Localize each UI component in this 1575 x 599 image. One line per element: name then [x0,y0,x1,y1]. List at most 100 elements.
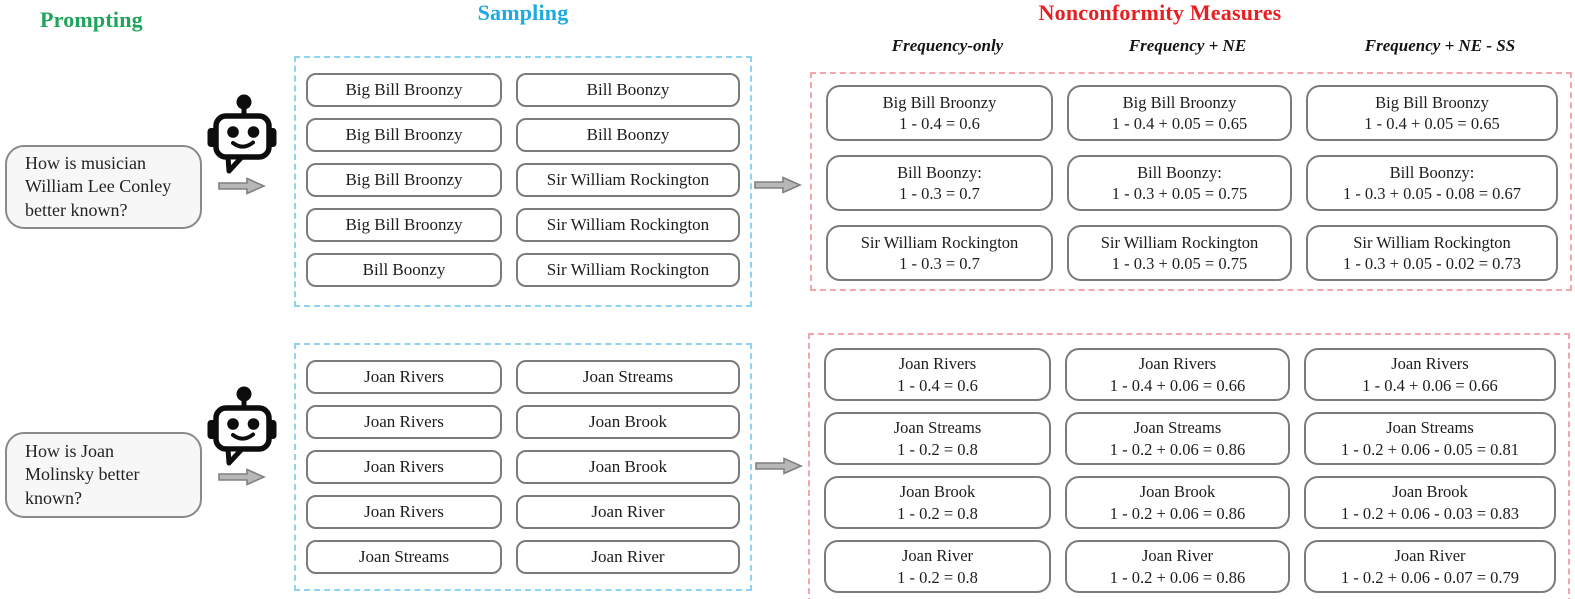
measure-box: Joan River 1 - 0.2 + 0.06 - 0.07 = 0.79 [1304,540,1556,593]
prompt-line: William Lee Conley [25,176,172,197]
measure-box: Joan River 1 - 0.2 + 0.06 = 0.86 [1065,540,1290,593]
measure-formula: 1 - 0.2 + 0.06 = 0.86 [1109,439,1246,459]
sample-box: Bill Boonzy [306,253,502,287]
measure-formula: 1 - 0.4 = 0.6 [899,114,980,133]
nonconformity-section-title: Nonconformity Measures [1038,0,1282,25]
measure-box: Joan Brook 1 - 0.2 + 0.06 - 0.03 = 0.83 [1304,476,1556,529]
measure-box: Big Bill Broonzy 1 - 0.4 + 0.05 = 0.65 [1306,85,1558,141]
measure-answer: Joan Streams [893,418,982,438]
measure-answer: Joan Brook [1139,482,1216,502]
measure-answer: Sir William Rockington [1100,232,1259,252]
sample-box: Joan River [516,540,740,574]
measure-column-headers: Frequency-only Frequency + NE Frequency … [820,36,1575,56]
measure-answer: Joan Brook [899,482,976,502]
measure-box: Joan Brook 1 - 0.2 + 0.06 = 0.86 [1065,476,1290,529]
sampling-section-title: Sampling [477,0,569,25]
measure-answer: Big Bill Broonzy [1122,92,1237,112]
measure-formula: 1 - 0.2 + 0.06 - 0.07 = 0.79 [1340,567,1520,587]
sample-box: Big Bill Broonzy [306,73,502,107]
nonconformity-group-1: Big Bill Broonzy 1 - 0.4 = 0.6 Big Bill … [810,72,1572,291]
sample-box: Joan Rivers [306,360,502,394]
measure-formula: 1 - 0.3 + 0.05 - 0.02 = 0.73 [1342,254,1522,273]
measure-answer: Joan River [1141,546,1214,566]
measure-formula: 1 - 0.2 = 0.8 [897,503,978,523]
measure-formula: 1 - 0.2 = 0.8 [897,567,978,587]
sample-box: Joan Rivers [306,405,502,439]
measure-box: Joan River 1 - 0.2 = 0.8 [824,540,1051,593]
sample-box: Sir William Rockington [516,163,740,197]
measure-formula: 1 - 0.3 + 0.05 = 0.75 [1111,254,1248,273]
measure-formula: 1 - 0.4 + 0.06 = 0.66 [1109,375,1246,395]
measure-answer: Bill Boonzy: [1389,162,1475,182]
robot-chat-icon [203,93,281,175]
measure-box: Joan Streams 1 - 0.2 + 0.06 = 0.86 [1065,412,1290,465]
nonconformity-group-2: Joan Rivers 1 - 0.4 = 0.6 Joan Rivers 1 … [808,333,1570,599]
measure-formula: 1 - 0.3 + 0.05 - 0.08 = 0.67 [1342,184,1522,203]
sample-box: Sir William Rockington [516,253,740,287]
measure-box: Bill Boonzy: 1 - 0.3 = 0.7 [826,155,1053,211]
measure-box: Bill Boonzy: 1 - 0.3 + 0.05 = 0.75 [1067,155,1292,211]
measure-formula: 1 - 0.4 = 0.6 [897,375,978,395]
measure-box: Sir William Rockington 1 - 0.3 = 0.7 [826,225,1053,281]
measure-answer: Big Bill Broonzy [1375,92,1489,112]
measure-answer: Joan Streams [1386,418,1474,438]
measure-box: Joan Rivers 1 - 0.4 = 0.6 [824,348,1051,401]
measure-formula: 1 - 0.3 = 0.7 [899,184,980,203]
header-frequency-only: Frequency-only [891,36,1004,55]
sample-box: Bill Boonzy [516,118,740,152]
prompt-bubble-1: How is musician William Lee Conley bette… [5,145,202,229]
sample-box: Joan River [516,495,740,529]
header-frequency-ne-ss: Frequency + NE - SS [1364,36,1516,55]
sample-box: Joan Streams [306,540,502,574]
prompt-line: Molinsky better [25,464,140,485]
sample-box: Joan Streams [516,360,740,394]
sample-box: Bill Boonzy [516,73,740,107]
measure-formula: 1 - 0.4 + 0.05 = 0.65 [1364,114,1500,133]
measure-answer: Bill Boonzy: [1137,162,1222,182]
prompt-line: better known? [25,199,128,220]
arrow-right-icon [755,457,803,475]
sample-box: Big Bill Broonzy [306,208,502,242]
measure-formula: 1 - 0.2 + 0.06 = 0.86 [1109,567,1246,587]
measure-formula: 1 - 0.2 + 0.06 = 0.86 [1109,503,1246,523]
measure-formula: 1 - 0.3 = 0.7 [899,254,980,273]
measure-answer: Joan Brook [1392,482,1468,502]
sample-box: Sir William Rockington [516,208,740,242]
measure-answer: Joan River [901,546,974,566]
robot-chat-icon [203,385,281,467]
measure-answer: Joan River [1394,546,1466,566]
arrow-right-icon [754,176,802,194]
measure-box: Joan Rivers 1 - 0.4 + 0.06 = 0.66 [1304,348,1556,401]
arrow-right-icon [218,468,266,486]
measure-formula: 1 - 0.2 + 0.06 - 0.03 = 0.83 [1340,503,1520,523]
measure-answer: Bill Boonzy: [897,162,982,182]
sample-box: Joan Rivers [306,495,502,529]
prompt-line: How is Joan [25,440,114,461]
measure-box: Big Bill Broonzy 1 - 0.4 = 0.6 [826,85,1053,141]
measure-formula: 1 - 0.4 + 0.05 = 0.65 [1111,114,1248,133]
measure-box: Joan Streams 1 - 0.2 + 0.06 - 0.05 = 0.8… [1304,412,1556,465]
header-frequency-ne: Frequency + NE [1128,36,1247,55]
sample-box: Joan Rivers [306,450,502,484]
measure-box: Joan Rivers 1 - 0.4 + 0.06 = 0.66 [1065,348,1290,401]
measure-answer: Joan Rivers [898,354,977,374]
prompting-section-title: Prompting [40,7,143,32]
sample-box: Joan Brook [516,405,740,439]
measure-box: Big Bill Broonzy 1 - 0.4 + 0.05 = 0.65 [1067,85,1292,141]
sample-box: Big Bill Broonzy [306,118,502,152]
measure-answer: Sir William Rockington [1353,232,1511,252]
measure-answer: Joan Rivers [1391,354,1469,374]
measure-answer: Sir William Rockington [860,232,1019,252]
sampling-group-1: Big Bill Broonzy Bill Boonzy Big Bill Br… [294,56,752,307]
measure-answer: Joan Rivers [1138,354,1217,374]
sampling-group-2: Joan Rivers Joan Streams Joan Rivers Joa… [294,343,752,591]
measure-box: Sir William Rockington 1 - 0.3 + 0.05 = … [1067,225,1292,281]
arrow-right-icon [218,177,266,195]
measure-box: Bill Boonzy: 1 - 0.3 + 0.05 - 0.08 = 0.6… [1306,155,1558,211]
measure-formula: 1 - 0.4 + 0.06 = 0.66 [1362,375,1498,395]
measure-formula: 1 - 0.3 + 0.05 = 0.75 [1111,184,1248,203]
measure-box: Sir William Rockington 1 - 0.3 + 0.05 - … [1306,225,1558,281]
measure-formula: 1 - 0.2 + 0.06 - 0.05 = 0.81 [1340,439,1520,459]
measure-formula: 1 - 0.2 = 0.8 [897,439,978,459]
